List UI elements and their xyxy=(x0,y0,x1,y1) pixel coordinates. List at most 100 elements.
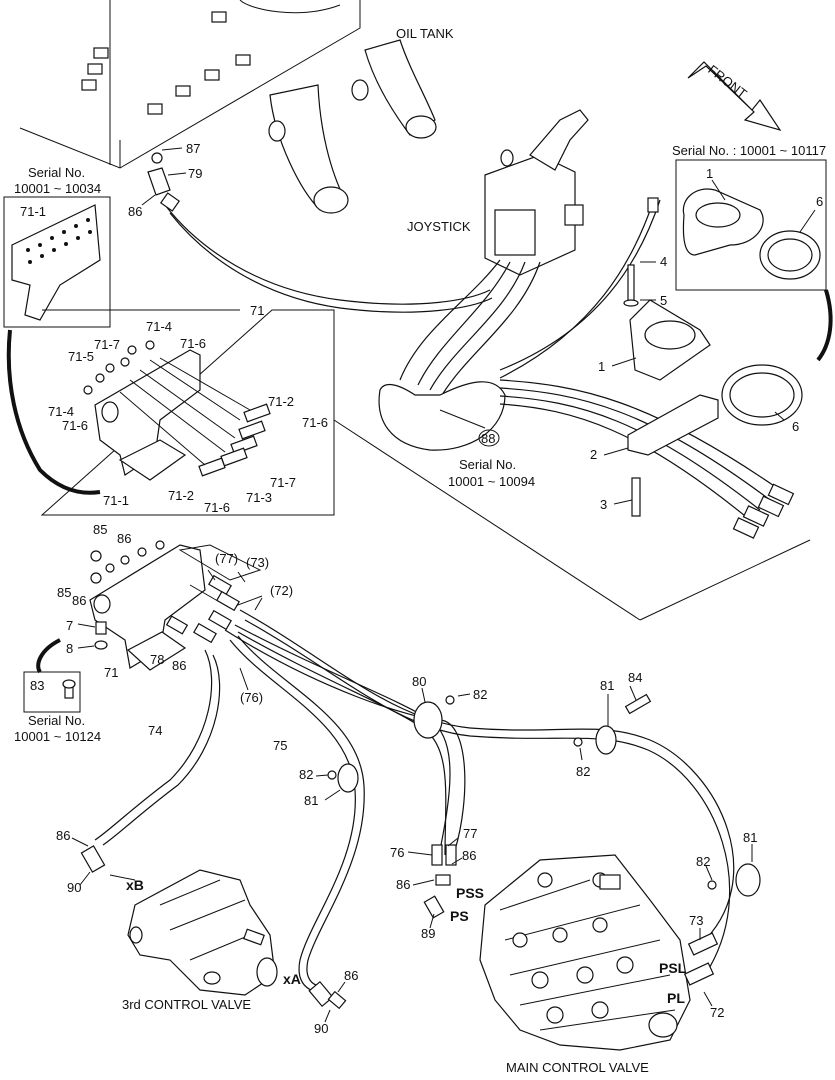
serial-10034-range: 10001 ~ 10034 xyxy=(14,181,101,196)
joystick-title: JOYSTICK xyxy=(407,219,471,234)
callout-71-2b: 71-2 xyxy=(168,488,194,503)
callout-71-3: 71-3 xyxy=(246,490,272,505)
callout-71: 71 xyxy=(250,303,264,318)
serial-note-88: 88 Serial No. 10001 ~ 10094 xyxy=(439,409,535,489)
hose-bundle-right xyxy=(499,197,781,521)
port-PSL: PSL xyxy=(659,960,687,976)
callout-8: 8 xyxy=(66,641,73,656)
lower-manifold: 7 8 85 86 85 86 (77) (73) (72) (76) 78 8… xyxy=(36,522,293,705)
callout-90-b: 90 xyxy=(314,1021,328,1036)
callout-3: 3 xyxy=(600,497,607,512)
port-xB: xB xyxy=(126,877,144,893)
elbow-79 xyxy=(147,167,171,196)
washer-87 xyxy=(151,152,163,164)
callout-77: 77 xyxy=(463,826,477,841)
callout-85-a: 85 xyxy=(93,522,107,537)
front-label: FRONT xyxy=(705,62,750,101)
serial-10117-label: Serial No. : 10001 ~ 10117 xyxy=(672,143,826,158)
main-control-valve: PSS PS PSL PL MAIN CONTROL VALVE 77 76 8… xyxy=(390,826,724,1075)
callout-4: 4 xyxy=(660,254,667,269)
pin-3 xyxy=(631,477,641,517)
callout-71-6a: 71-6 xyxy=(180,336,206,351)
serial-inset-10117: Serial No. : 10001 ~ 10117 1 6 xyxy=(672,143,833,362)
callout-82-b: 82 xyxy=(473,687,487,702)
callout-1: 1 xyxy=(598,359,605,374)
serial-10094-range: 10001 ~ 10094 xyxy=(448,474,535,489)
port-PSS: PSS xyxy=(456,885,484,901)
callout-86-h: 86 xyxy=(344,968,358,983)
callout-74: 74 xyxy=(148,723,162,738)
callout-71-b: 71 xyxy=(104,665,118,680)
callout-2: 2 xyxy=(590,447,597,462)
callout-84: 84 xyxy=(628,670,642,685)
callout-82-a: 82 xyxy=(299,767,313,782)
clamp-assembly: 4 5 1 2 3 6 xyxy=(590,254,803,539)
callout-71-4b: 71-4 xyxy=(48,404,74,419)
callout-5: 5 xyxy=(660,293,667,308)
callout-89: 89 xyxy=(421,926,435,941)
callout-85-b: 85 xyxy=(57,585,71,600)
callout-86-b: 86 xyxy=(117,531,131,546)
oil-tank-title: OIL TANK xyxy=(396,26,454,41)
callout-86-a: 86 xyxy=(128,204,142,219)
third-control-valve: xB xA 3rd CONTROL VALVE 86 90 86 90 xyxy=(56,828,358,1036)
serial-10124-range: 10001 ~ 10124 xyxy=(14,729,101,744)
main-control-valve-title: MAIN CONTROL VALVE xyxy=(506,1060,649,1075)
joystick: JOYSTICK xyxy=(378,109,589,451)
port-xA: xA xyxy=(283,971,301,987)
callout-71-1b: 71-1 xyxy=(103,493,129,508)
callout-73: 73 xyxy=(689,913,703,928)
serial-inset-10034: Serial No. 10001 ~ 10034 71-1 xyxy=(3,165,111,495)
callout-71-1-inset: 71-1 xyxy=(20,204,46,219)
callout-81-b: 81 xyxy=(600,678,614,693)
callout-76: 76 xyxy=(390,845,404,860)
callout-83: 83 xyxy=(30,678,44,693)
callout-80: 80 xyxy=(412,674,426,689)
block-2 xyxy=(627,394,719,456)
callout-73-paren: (73) xyxy=(246,555,269,570)
serial-inset-10124: 83 Serial No. 10001 ~ 10124 xyxy=(14,671,101,744)
third-control-valve-title: 3rd CONTROL VALVE xyxy=(122,997,251,1012)
callout-86-d: 86 xyxy=(172,658,186,673)
callout-86-c: 86 xyxy=(72,593,86,608)
callout-72-paren: (72) xyxy=(270,583,293,598)
callout-81-a: 81 xyxy=(304,793,318,808)
port-PL: PL xyxy=(667,990,685,1006)
callout-77-paren: (77) xyxy=(215,551,238,566)
callout-82-d: 82 xyxy=(696,854,710,869)
callout-72: 72 xyxy=(710,1005,724,1020)
callout-90-a: 90 xyxy=(67,880,81,895)
serial-10124-title: Serial No. xyxy=(28,713,85,728)
callout-71-4a: 71-4 xyxy=(146,319,172,334)
front-arrow: FRONT xyxy=(687,61,782,132)
callout-82-c: 82 xyxy=(576,764,590,779)
manifold-71-box: 71 71-4 71-7 71-6 71-5 71-4 71-6 71-2 71… xyxy=(40,303,811,621)
callout-88: 88 xyxy=(481,431,495,446)
callout-86-f: 86 xyxy=(396,877,410,892)
callout-6: 6 xyxy=(792,419,799,434)
callout-71-2a: 71-2 xyxy=(268,394,294,409)
serial-10094-title: Serial No. xyxy=(459,457,516,472)
port-PS: PS xyxy=(450,908,469,924)
callout-71-5: 71-5 xyxy=(68,349,94,364)
callout-7: 7 xyxy=(66,618,73,633)
callout-71-6c: 71-6 xyxy=(302,415,328,430)
bolt-4 xyxy=(627,264,635,304)
callout-81-c: 81 xyxy=(743,830,757,845)
callout-76-paren: (76) xyxy=(240,690,263,705)
callout-71-6d: 71-6 xyxy=(204,500,230,515)
callout-1-inset: 1 xyxy=(706,166,713,181)
callout-75: 75 xyxy=(273,738,287,753)
callout-71-7a: 71-7 xyxy=(94,337,120,352)
callout-71-6b: 71-6 xyxy=(62,418,88,433)
callout-6-inset: 6 xyxy=(816,194,823,209)
callout-79: 79 xyxy=(188,166,202,181)
callout-87: 87 xyxy=(186,141,200,156)
callout-78: 78 xyxy=(150,652,164,667)
serial-10034-title: Serial No. xyxy=(28,165,85,180)
callout-86-g: 86 xyxy=(56,828,70,843)
callout-71-7b: 71-7 xyxy=(270,475,296,490)
clamps: 80 82 81 84 82 82 81 81 82 xyxy=(299,670,761,897)
